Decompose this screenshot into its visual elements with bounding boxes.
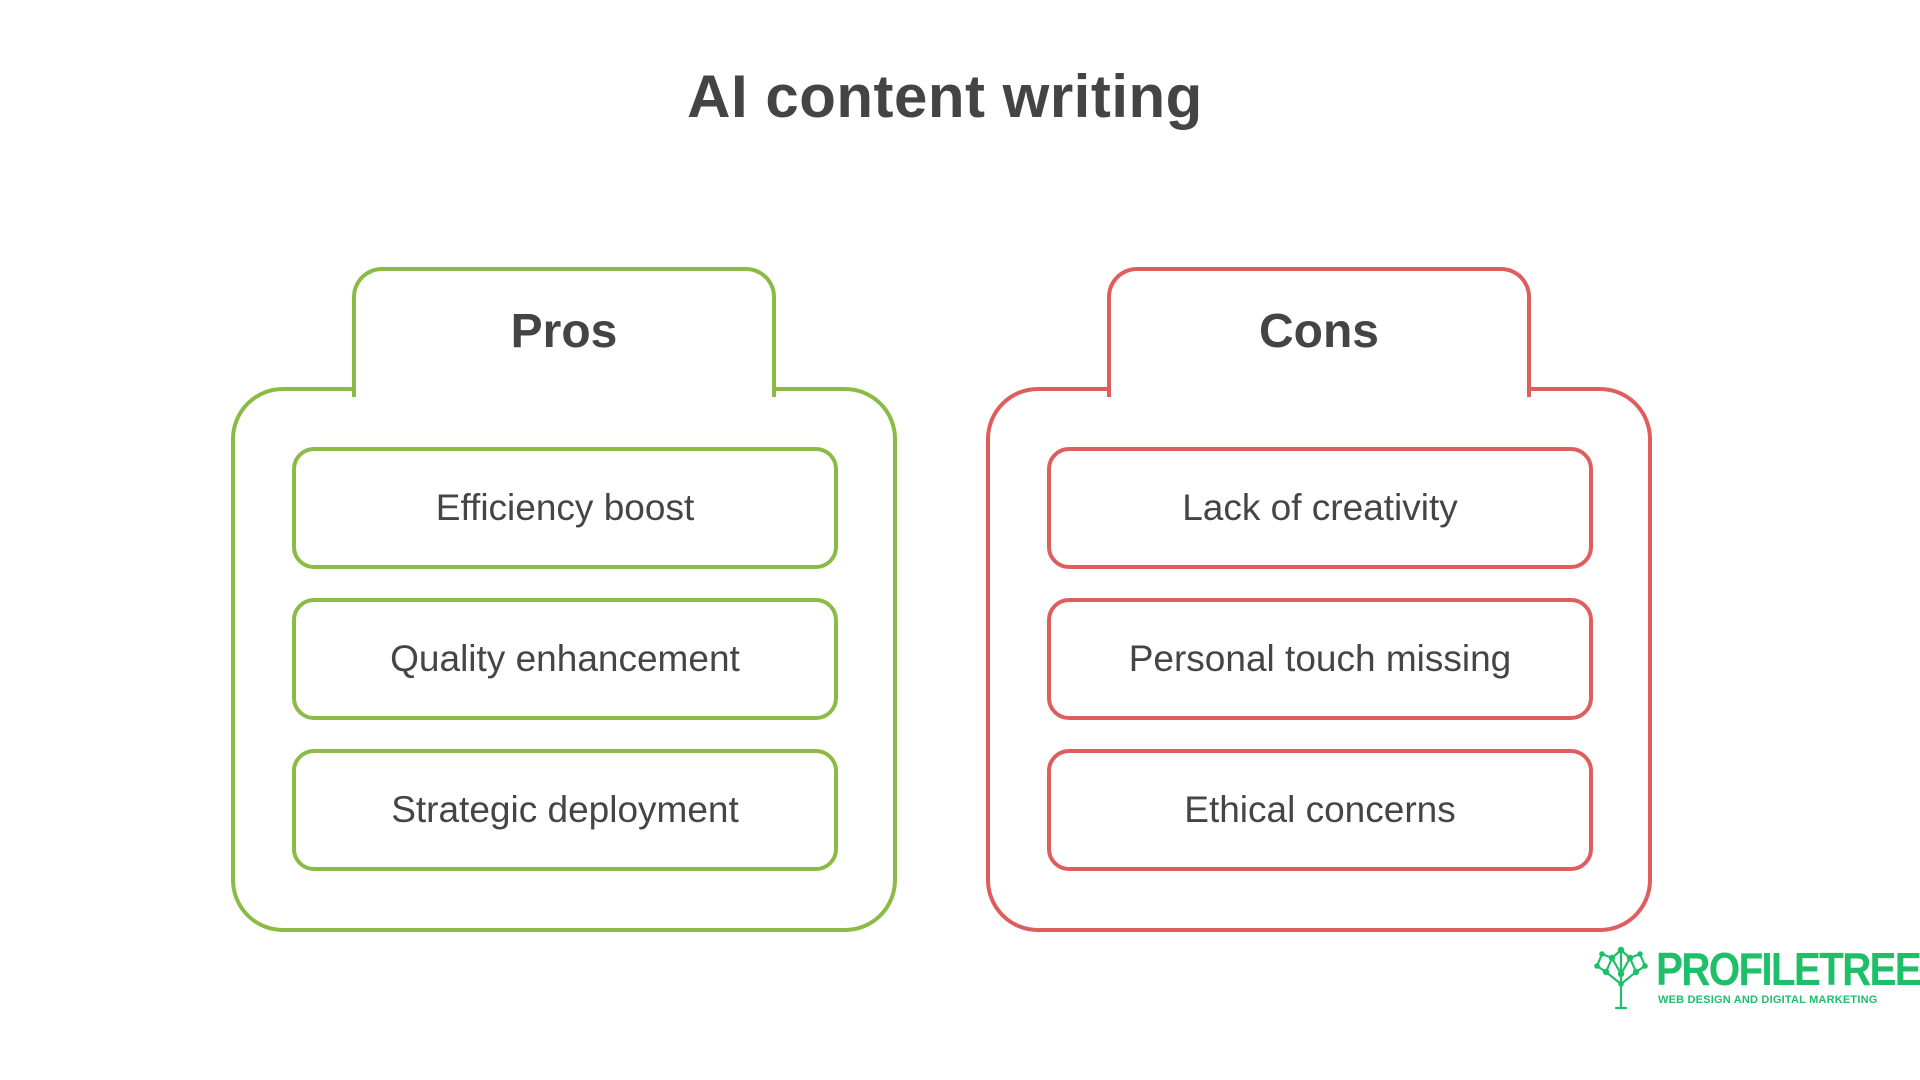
cons-frame: Lack of creativity Personal touch missin…: [986, 387, 1652, 932]
pros-item: Quality enhancement: [292, 598, 838, 720]
pros-header-tab: Pros: [352, 267, 776, 397]
cons-item: Personal touch missing: [1047, 598, 1593, 720]
pros-panel: Pros Efficiency boost Quality enhancemen…: [231, 267, 897, 932]
cons-panel: Cons Lack of creativity Personal touch m…: [986, 267, 1652, 932]
cons-header-tab: Cons: [1107, 267, 1531, 397]
logo-tagline: WEB DESIGN AND DIGITAL MARKETING: [1658, 994, 1878, 1006]
cons-item: Ethical concerns: [1047, 749, 1593, 871]
logo-wordmark: PROFILETREE: [1656, 943, 1920, 995]
cons-list: Lack of creativity Personal touch missin…: [1047, 447, 1593, 900]
pros-heading: Pros: [510, 305, 618, 358]
pros-item: Strategic deployment: [292, 749, 838, 871]
pros-frame: Efficiency boost Quality enhancement Str…: [231, 387, 897, 932]
cons-heading: Cons: [1259, 305, 1379, 358]
page-title: AI content writing: [687, 63, 1203, 130]
profiletree-logo: PROFILETREE WEB DESIGN AND DIGITAL MARKE…: [1592, 944, 1920, 1010]
pros-item: Efficiency boost: [292, 447, 838, 569]
tree-icon: [1594, 946, 1648, 1010]
pros-list: Efficiency boost Quality enhancement Str…: [292, 447, 838, 900]
cons-item: Lack of creativity: [1047, 447, 1593, 569]
